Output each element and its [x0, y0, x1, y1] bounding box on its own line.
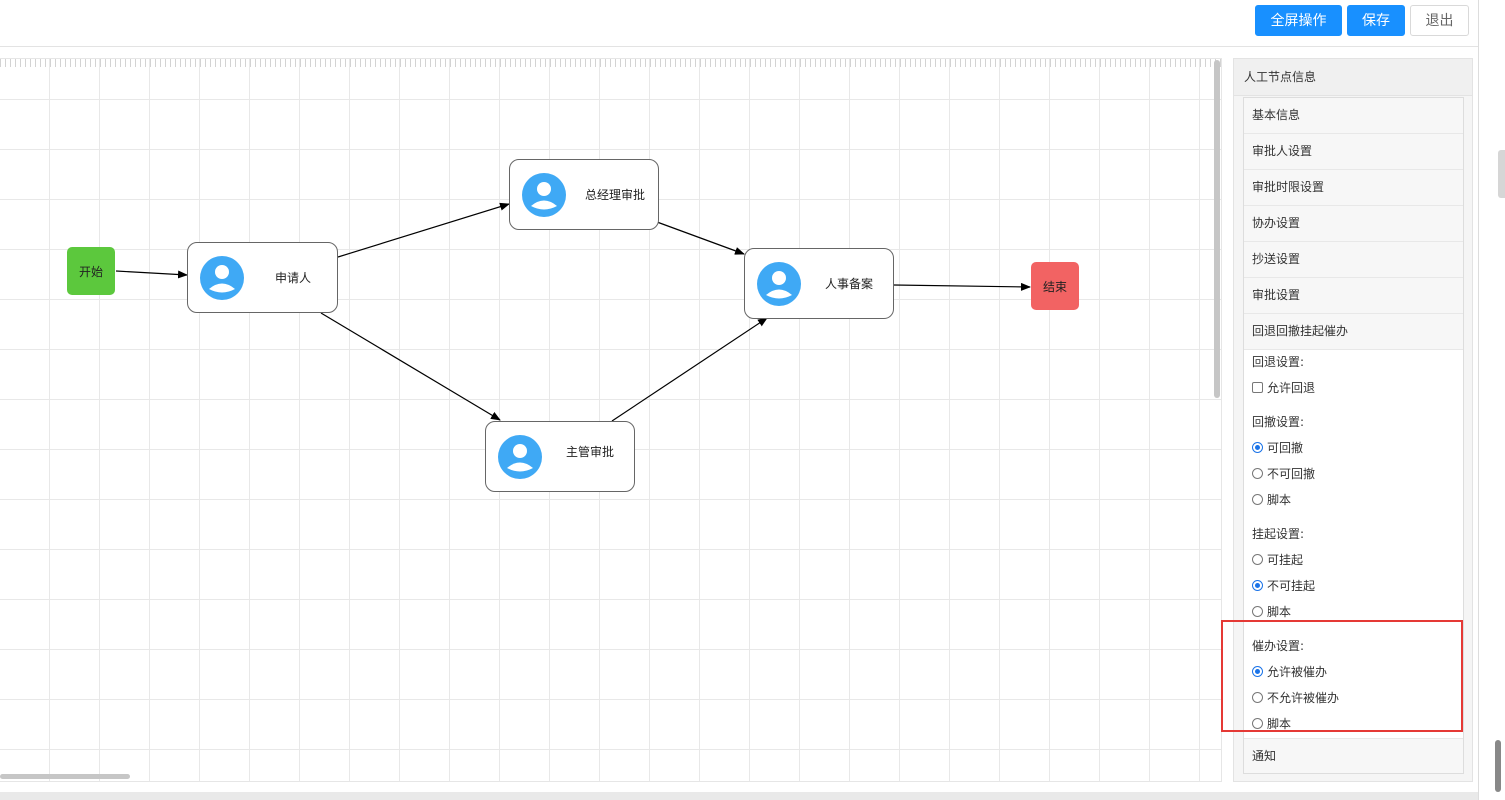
node-label: 总经理审批: [585, 188, 646, 202]
section-time-limit[interactable]: 审批时限设置: [1244, 170, 1463, 206]
user-avatar-icon: [522, 173, 566, 217]
section-rollback-withdraw[interactable]: 回退回撤挂起催办: [1244, 314, 1463, 350]
withdraw-option-script[interactable]: 脚本: [1252, 491, 1291, 508]
section-notify[interactable]: 通知: [1244, 738, 1463, 773]
option-label: 可回撤: [1267, 441, 1304, 455]
allow-rollback-checkbox[interactable]: 允许回退: [1252, 379, 1315, 396]
urge-label: 催办设置:: [1252, 639, 1305, 653]
edge-applicant-supervisor: [320, 312, 501, 421]
rollback-label: 回退设置:: [1252, 355, 1305, 369]
option-label: 不可回撤: [1267, 467, 1316, 481]
save-button[interactable]: 保存: [1347, 5, 1405, 36]
section-basic-info[interactable]: 基本信息: [1244, 98, 1463, 134]
top-ruler: [0, 59, 1221, 67]
node-hr-record[interactable]: 人事备案: [744, 248, 894, 319]
page-bottom-bar: [0, 792, 1478, 800]
edge-gm-hr: [656, 221, 745, 255]
canvas-horizontal-scrollbar[interactable]: [0, 774, 130, 779]
withdraw-label: 回撤设置:: [1252, 415, 1305, 429]
node-label: 主管审批: [566, 445, 615, 459]
radio-button[interactable]: [1252, 554, 1263, 565]
suspend-option-script[interactable]: 脚本: [1252, 603, 1291, 620]
node-label: 人事备案: [825, 277, 874, 291]
radio-button[interactable]: [1252, 442, 1263, 453]
top-toolbar: 全屏操作 保存 退出: [0, 0, 1478, 47]
radio-button[interactable]: [1252, 606, 1263, 617]
panel-accordion: 基本信息 审批人设置 审批时限设置 协办设置 抄送设置 审批设置 回退回撤挂起催…: [1243, 97, 1464, 774]
properties-panel: 人工节点信息 基本信息 审批人设置 审批时限设置 协办设置 抄送设置 审批设置 …: [1233, 58, 1473, 782]
edge-hr-end: [893, 282, 1031, 291]
radio-button[interactable]: [1252, 718, 1263, 729]
withdraw-option-deny[interactable]: 不可回撤: [1252, 465, 1315, 482]
section-approver[interactable]: 审批人设置: [1244, 134, 1463, 170]
option-label: 允许回退: [1267, 381, 1316, 395]
edge-applicant-gm: [337, 202, 510, 258]
radio-button[interactable]: [1252, 666, 1263, 677]
edge-start-applicant: [115, 270, 188, 279]
side-collapse-tab[interactable]: [1498, 150, 1505, 198]
flow-edges: [115, 202, 1031, 422]
radio-button[interactable]: [1252, 580, 1263, 591]
node-general-manager[interactable]: 总经理审批: [509, 159, 659, 230]
fullscreen-button[interactable]: 全屏操作: [1255, 5, 1342, 36]
end-node[interactable]: 结束: [1031, 262, 1079, 310]
node-label: 申请人: [275, 271, 312, 285]
user-avatar-icon: [498, 435, 542, 479]
section-assist[interactable]: 协办设置: [1244, 206, 1463, 242]
section-approval[interactable]: 审批设置: [1244, 278, 1463, 314]
page-scroll-track: [1478, 0, 1505, 800]
option-label: 脚本: [1267, 717, 1292, 731]
user-avatar-icon: [757, 262, 801, 306]
radio-button[interactable]: [1252, 494, 1263, 505]
option-label: 脚本: [1267, 493, 1292, 507]
option-label: 不可挂起: [1267, 579, 1316, 593]
urge-option-script[interactable]: 脚本: [1252, 715, 1291, 732]
user-avatar-icon: [200, 256, 244, 300]
exit-button[interactable]: 退出: [1410, 5, 1469, 36]
option-label: 允许被催办: [1267, 665, 1328, 679]
urge-option-deny[interactable]: 不允许被催办: [1252, 689, 1339, 706]
canvas-vertical-scrollbar[interactable]: [1214, 60, 1220, 398]
option-label: 脚本: [1267, 605, 1292, 619]
node-supervisor[interactable]: 主管审批: [485, 421, 635, 492]
edge-supervisor-hr: [611, 317, 768, 422]
suspend-option-allow[interactable]: 可挂起: [1252, 551, 1303, 568]
suspend-option-deny[interactable]: 不可挂起: [1252, 577, 1315, 594]
flow-canvas[interactable]: [0, 58, 1222, 782]
urge-option-allow[interactable]: 允许被催办: [1252, 663, 1327, 680]
option-label: 不允许被催办: [1267, 691, 1340, 705]
panel-title: 人工节点信息: [1234, 59, 1472, 96]
radio-button[interactable]: [1252, 692, 1263, 703]
option-label: 可挂起: [1267, 553, 1304, 567]
radio-button[interactable]: [1252, 468, 1263, 479]
start-node[interactable]: 开始: [67, 247, 115, 295]
node-applicant[interactable]: 申请人: [187, 242, 338, 313]
checkbox-box[interactable]: [1252, 382, 1263, 393]
suspend-label: 挂起设置:: [1252, 527, 1305, 541]
page-scroll-thumb[interactable]: [1495, 740, 1501, 792]
withdraw-option-allow[interactable]: 可回撤: [1252, 439, 1303, 456]
section-cc[interactable]: 抄送设置: [1244, 242, 1463, 278]
